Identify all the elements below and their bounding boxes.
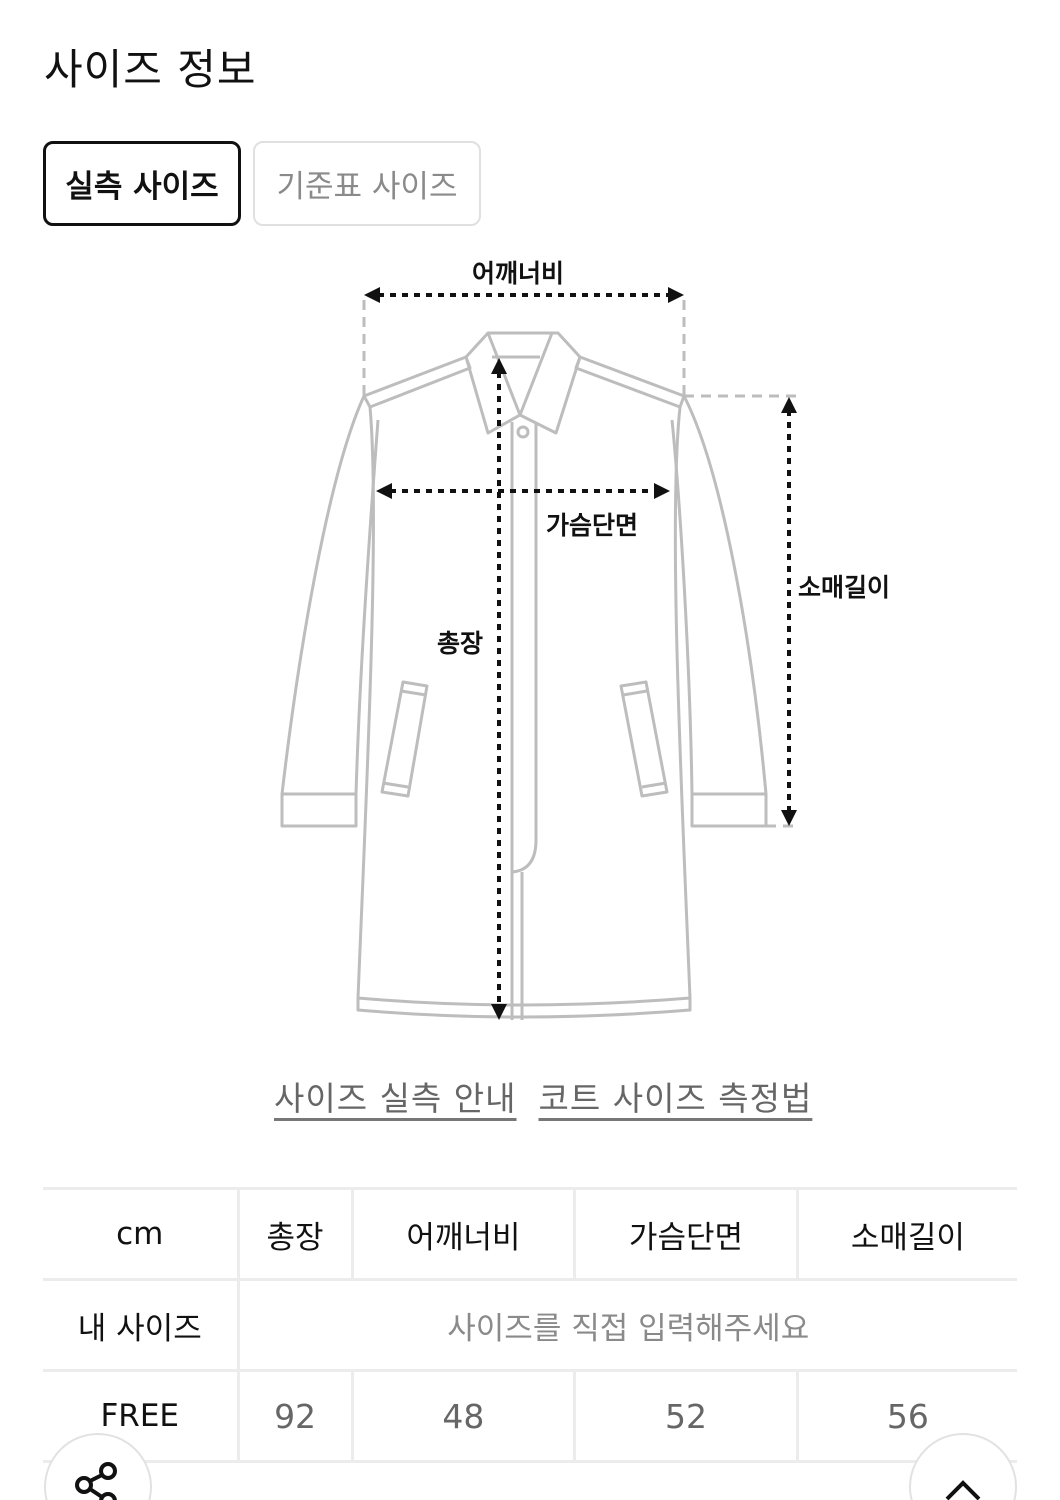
table-header-row: cm 총장 어깨너비 가슴단면 소매길이	[43, 1187, 1017, 1281]
label-total-length: 총장	[437, 629, 484, 658]
my-size-input-prompt[interactable]: 사이즈를 직접 입력해주세요	[236, 1278, 1017, 1372]
value-chest-width: 52	[573, 1369, 799, 1463]
my-size-label: 내 사이즈	[43, 1278, 240, 1372]
label-chest-width: 가슴단면	[546, 511, 639, 540]
tab-standard-size[interactable]: 기준표 사이즈	[253, 141, 481, 226]
value-shoulder-width: 48	[350, 1369, 577, 1463]
unit-header: cm	[43, 1187, 240, 1281]
column-header: 소매길이	[795, 1187, 1017, 1281]
tab-actual-size[interactable]: 실측 사이즈	[43, 141, 241, 226]
coat-measurement-diagram: 어깨너비 가슴단면 소매길이 총장	[0, 240, 1060, 1040]
chevron-up-icon	[945, 1480, 981, 1500]
size-tabs: 실측 사이즈 기준표 사이즈	[43, 141, 481, 226]
table-row: FREE 92 48 52 56	[43, 1369, 1017, 1463]
size-measure-guide-link[interactable]: 사이즈 실측 안내	[274, 1079, 517, 1118]
label-shoulder-width: 어깨너비	[472, 259, 565, 288]
size-table: cm 총장 어깨너비 가슴단면 소매길이 내 사이즈 사이즈를 직접 입력해주세…	[43, 1187, 1017, 1463]
coat-measure-method-link[interactable]: 코트 사이즈 측정법	[538, 1079, 813, 1118]
column-header: 가슴단면	[573, 1187, 799, 1281]
my-size-row: 내 사이즈 사이즈를 직접 입력해주세요	[43, 1278, 1017, 1372]
page-title: 사이즈 정보	[44, 45, 257, 94]
guide-links: 사이즈 실측 안내 코트 사이즈 측정법	[274, 1072, 812, 1120]
label-sleeve-length: 소매길이	[798, 573, 891, 602]
column-header: 어깨너비	[350, 1187, 577, 1281]
column-header: 총장	[236, 1187, 354, 1281]
value-total-length: 92	[236, 1369, 354, 1463]
share-icon	[75, 1462, 117, 1500]
coat-illustration	[280, 287, 800, 1020]
